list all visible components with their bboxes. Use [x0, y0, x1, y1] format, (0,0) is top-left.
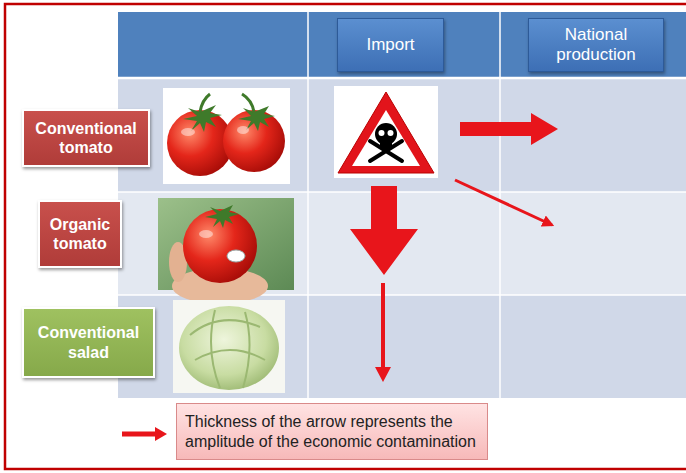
label-text: Conventional salad — [30, 323, 147, 361]
table-grid — [118, 12, 686, 398]
poison-warning-symbol-part — [370, 141, 402, 161]
organic-tomato-photo — [158, 198, 294, 304]
tomato-photo-part — [163, 88, 290, 184]
contamination-arrows-part — [381, 283, 385, 368]
table-grid-part — [307, 12, 309, 398]
tomato-photo-part — [242, 94, 254, 112]
tomato-photo — [163, 88, 290, 184]
poison-warning-symbol-part — [338, 92, 434, 173]
organic-tomato-photo-part — [205, 205, 239, 228]
poison-warning-symbol-part — [379, 130, 385, 136]
table-grid-part — [118, 77, 686, 80]
legend-arrow-sample-part — [155, 427, 167, 441]
label-text: Conventional tomato — [30, 119, 142, 157]
tomato-photo-part — [183, 105, 222, 132]
frame-border — [5, 4, 686, 469]
poison-warning-symbol-part — [352, 110, 420, 166]
legend-arrow-sample — [122, 427, 167, 441]
contamination-arrows-part — [455, 180, 552, 225]
contamination-arrows-part — [460, 113, 558, 145]
table-grid-part — [118, 295, 686, 398]
tomato-photo-part — [181, 128, 195, 136]
lettuce-photo-part — [190, 310, 265, 388]
lettuce-photo — [173, 300, 285, 393]
poison-warning-symbol-part — [388, 130, 394, 136]
lettuce-photo-part — [179, 306, 279, 390]
organic-tomato-photo-part — [158, 198, 294, 290]
tomato-photo-part — [200, 94, 210, 112]
label-text: National production — [535, 25, 657, 66]
poison-warning-symbol-part — [370, 141, 402, 161]
label-text: Import — [366, 35, 414, 55]
poison-warning-symbol-part — [380, 142, 392, 149]
column-header: Import — [337, 18, 444, 72]
legend-box: Thickness of the arrow represents the am… — [176, 403, 488, 460]
legend-arrow-sample-part — [122, 432, 156, 437]
poison-warning-symbol-part — [375, 123, 397, 145]
row-label: Organic tomato — [38, 200, 122, 268]
organic-tomato-photo-part — [227, 250, 245, 262]
column-header: National production — [528, 18, 664, 72]
contamination-arrows — [350, 113, 558, 382]
contamination-arrows-part — [350, 186, 418, 275]
table-grid-part — [118, 78, 686, 192]
row-label: Conventional salad — [22, 307, 155, 378]
lettuce-photo-part — [173, 300, 285, 393]
poison-warning-symbol-part — [334, 86, 438, 178]
contamination-arrows-part — [375, 367, 391, 382]
poison-warning-symbol — [334, 86, 438, 178]
row-label: Conventional tomato — [22, 109, 150, 167]
tomato-photo-part — [237, 126, 249, 134]
table-grid-part — [118, 12, 686, 78]
label-text: Organic tomato — [46, 215, 114, 253]
organic-tomato-photo-part — [199, 230, 213, 238]
legend-text: Thickness of the arrow represents the am… — [185, 412, 479, 450]
table-grid-part — [118, 191, 686, 193]
table-grid-part — [499, 12, 501, 398]
